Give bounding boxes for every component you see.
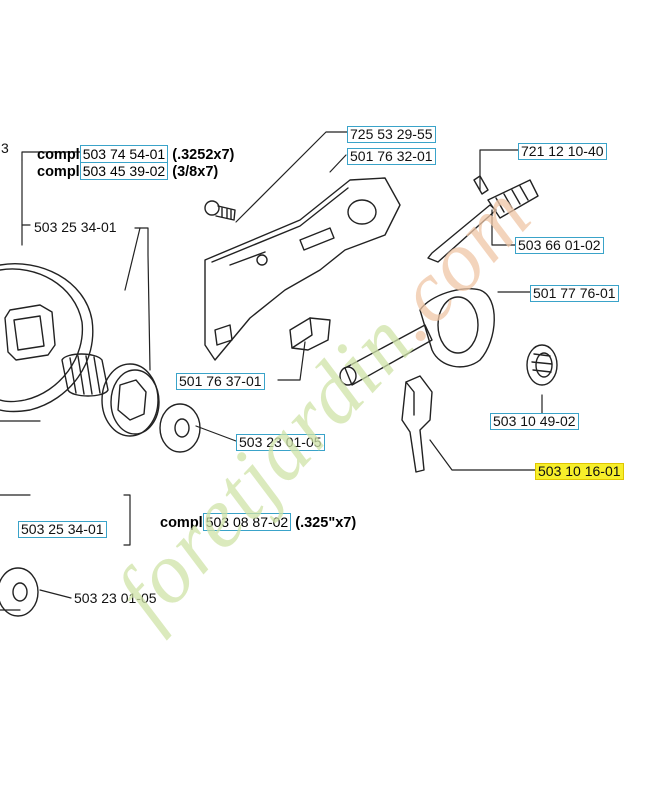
kit-b-prefix: compl bbox=[160, 515, 203, 531]
part-503-23-01-05-top[interactable]: 503 23 01-05 bbox=[236, 434, 325, 451]
washer-top bbox=[159, 403, 201, 453]
kit-a-prefix-1: compl bbox=[37, 147, 80, 163]
washer-bottom bbox=[0, 567, 39, 617]
part-503-10-16-01-highlighted[interactable]: 503 10 16-01 bbox=[535, 463, 624, 480]
part-503-10-49-02[interactable]: 503 10 49-02 bbox=[490, 413, 579, 430]
kit-a-spec-1: (.3252x7) bbox=[168, 147, 235, 163]
part-501-76-32-01[interactable]: 501 76 32-01 bbox=[347, 148, 436, 165]
kit-b-spec: (.325"x7) bbox=[291, 515, 357, 531]
worm-gear bbox=[526, 344, 558, 386]
part-503-74-54-01[interactable]: 503 74 54-01 bbox=[79, 145, 169, 163]
part-503-25-34-01-bottom[interactable]: 503 25 34-01 bbox=[18, 521, 107, 538]
part-503-08-87-02[interactable]: 503 08 87-02 bbox=[202, 513, 292, 531]
kit-a-prefix-2: compl bbox=[37, 164, 80, 180]
part-501-76-37-01[interactable]: 501 76 37-01 bbox=[176, 373, 265, 390]
part-503-25-34-01-top[interactable]: 503 25 34-01 bbox=[34, 219, 117, 235]
part-503-23-01-05-bottom[interactable]: 503 23 01-05 bbox=[74, 590, 157, 606]
part-725-53-29-55[interactable]: 725 53 29-55 bbox=[347, 126, 436, 143]
kit-a-spec-2: (3/8x7) bbox=[168, 164, 219, 180]
guide-plate bbox=[204, 177, 401, 361]
needle-bearing bbox=[61, 353, 109, 397]
part-503-45-39-02[interactable]: 503 45 39-02 bbox=[79, 162, 169, 180]
clutch-drum bbox=[0, 263, 94, 413]
edge-number: 3 bbox=[1, 140, 9, 156]
pump-piston bbox=[401, 375, 433, 473]
part-501-77-76-01[interactable]: 501 77 76-01 bbox=[530, 285, 619, 302]
small-bracket bbox=[289, 317, 331, 351]
oil-pump-housing bbox=[339, 288, 495, 386]
part-503-66-01-02[interactable]: 503 66 01-02 bbox=[515, 237, 604, 254]
worm-shaft bbox=[427, 175, 539, 263]
part-721-12-10-40[interactable]: 721 12 10-40 bbox=[518, 143, 607, 160]
bolt bbox=[204, 200, 236, 221]
sprocket-rim bbox=[101, 363, 160, 437]
